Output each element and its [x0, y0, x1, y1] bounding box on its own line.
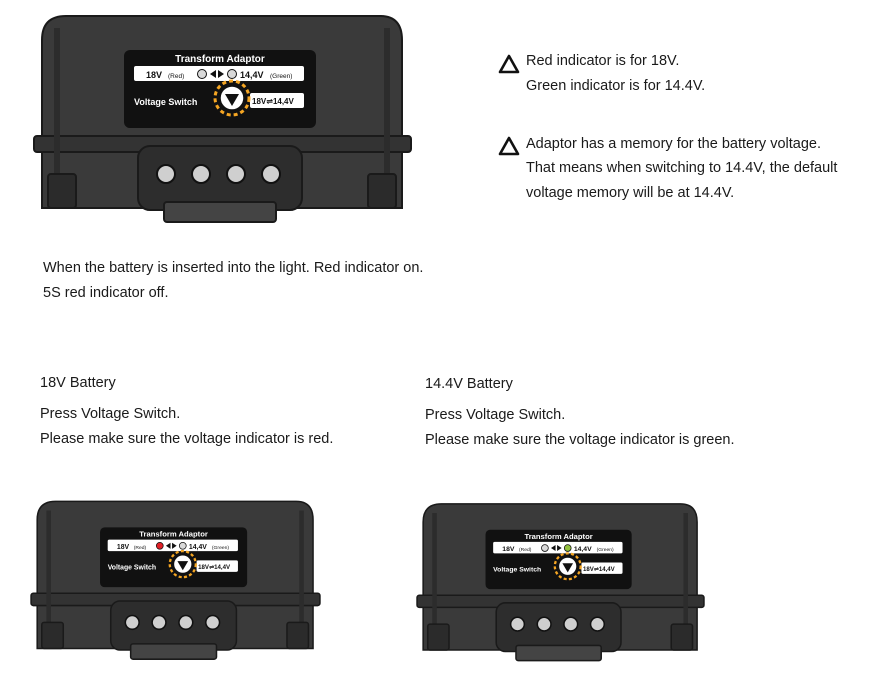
- adaptor-title: Transform Adaptor: [524, 532, 592, 541]
- warning-triangle-icon: [498, 136, 520, 156]
- adaptor-illustration-main: Transform Adaptor 18V (Red) 14,4V (Green…: [32, 14, 413, 224]
- indicator-14v: [178, 541, 187, 550]
- adaptor-illustration-18v: Transform Adaptor 18V (Red) 14,4V (Green…: [29, 500, 322, 661]
- label-14v: 14,4V: [189, 544, 207, 551]
- label-18v: 18V: [146, 70, 162, 80]
- note1-line2: Green indicator is for 14.4V.: [526, 78, 706, 94]
- note2-line2: That means when switching to 14.4V, the …: [526, 160, 838, 176]
- warning-triangle-icon: [498, 54, 520, 74]
- battery-18v-line2: Please make sure the voltage indicator i…: [40, 431, 334, 447]
- battery-14v-line2: Please make sure the voltage indicator i…: [425, 432, 735, 448]
- note2-line3: voltage memory will be at 14.4V.: [526, 185, 735, 201]
- label-voltage-switch: Voltage Switch: [134, 97, 197, 107]
- label-voltage-switch: Voltage Switch: [493, 567, 541, 574]
- indicator-18v: [197, 69, 207, 79]
- battery-18v-heading: 18V Battery: [40, 375, 116, 391]
- battery-18v-line1: Press Voltage Switch.: [40, 406, 181, 422]
- battery-14v-line1: Press Voltage Switch.: [425, 407, 566, 423]
- label-18v-14v: 18V⇌14,4V: [252, 97, 295, 106]
- label-green: (Green): [270, 73, 292, 80]
- label-red: (Red): [134, 545, 147, 551]
- label-14v: 14,4V: [240, 70, 264, 80]
- label-14v: 14,4V: [574, 546, 592, 553]
- label-green: (Green): [597, 547, 614, 553]
- indicator-14v: [227, 69, 237, 79]
- note1-line1: Red indicator is for 18V.: [526, 53, 680, 69]
- adaptor-title: Transform Adaptor: [175, 54, 265, 65]
- label-18v-14v: 18V⇌14,4V: [583, 566, 616, 573]
- label-red: (Red): [519, 547, 532, 553]
- adaptor-title: Transform Adaptor: [139, 530, 208, 539]
- label-voltage-switch: Voltage Switch: [108, 565, 156, 572]
- adaptor-illustration-14v: Transform Adaptor 18V (Red) 14,4V (Green…: [415, 502, 706, 662]
- battery-14v-heading: 14.4V Battery: [425, 376, 513, 392]
- label-18v-14v: 18V⇌14,4V: [198, 564, 231, 571]
- indicator-18v-on: [155, 541, 164, 550]
- toggle-arrows-icon: [165, 542, 177, 549]
- insert-line2: 5S red indicator off.: [43, 285, 169, 301]
- label-18v: 18V: [502, 546, 515, 553]
- insert-line1: When the battery is inserted into the li…: [43, 260, 424, 276]
- label-red: (Red): [168, 73, 184, 80]
- label-18v: 18V: [117, 544, 130, 551]
- toggle-arrows-icon: [550, 544, 562, 552]
- toggle-arrows-icon: [210, 70, 224, 78]
- indicator-18v: [541, 544, 549, 552]
- indicator-14v-on: [563, 544, 572, 552]
- label-green: (Green): [212, 545, 229, 551]
- note2-line1: Adaptor has a memory for the battery vol…: [526, 136, 821, 152]
